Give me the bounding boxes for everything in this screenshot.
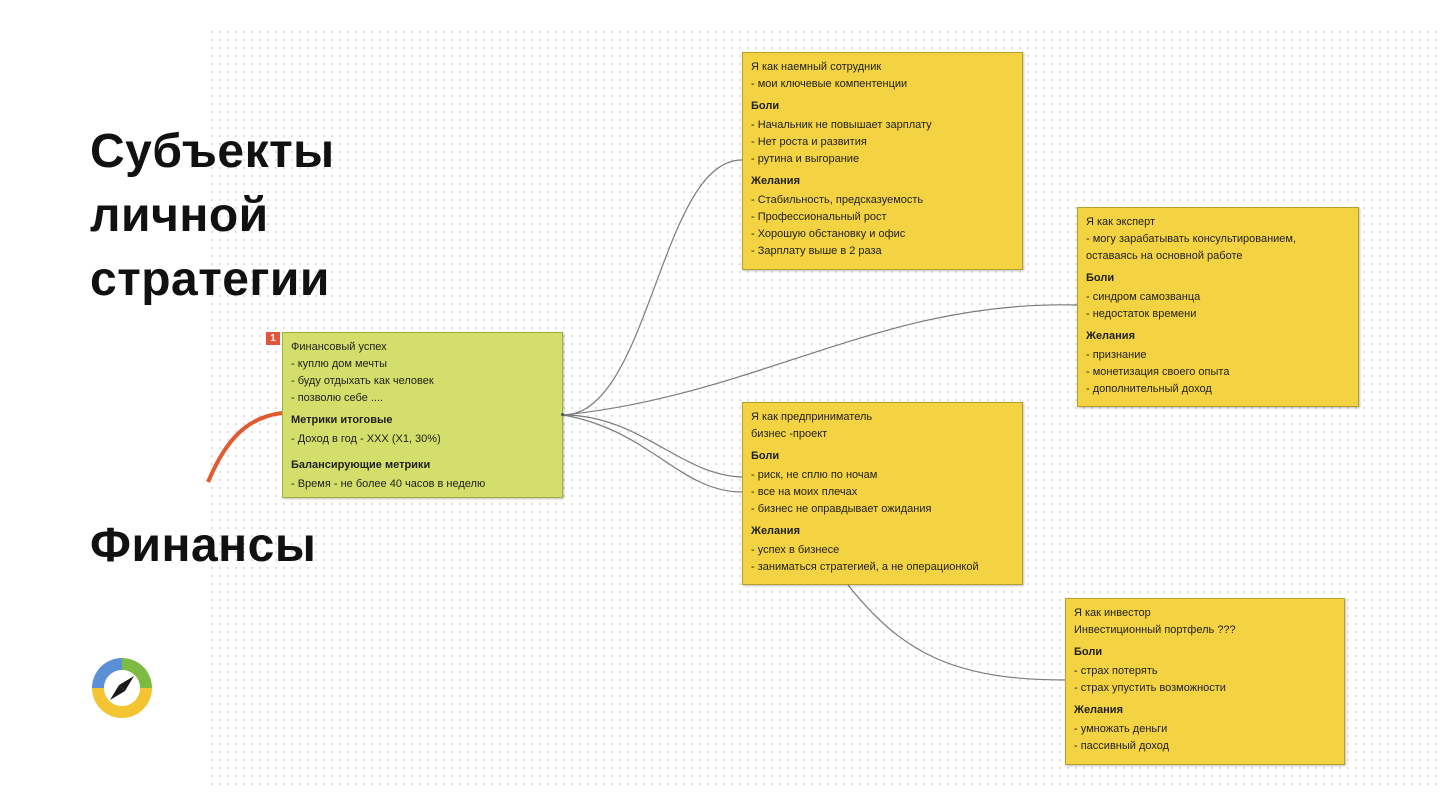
section-heading: Боли bbox=[751, 450, 780, 462]
title-line: личной bbox=[90, 189, 269, 242]
node-item: - дополнительный доход bbox=[1086, 383, 1212, 395]
node-item: - страх упустить возможности bbox=[1074, 682, 1226, 694]
node-item: - все на моих плечах bbox=[751, 486, 858, 498]
node-item: - позволю себе .... bbox=[291, 392, 384, 404]
connector-root-expert bbox=[562, 304, 1078, 416]
node-item: оставаясь на основной работе bbox=[1086, 250, 1243, 262]
node-title: Я как предприниматель bbox=[751, 411, 873, 423]
node-item: - заниматься стратегией, а не операционк… bbox=[751, 561, 979, 573]
slide-subtitle: Финансы bbox=[90, 519, 317, 572]
section-heading: Боли bbox=[1086, 272, 1115, 284]
node-investor[interactable]: Я как инвестор Инвестиционный портфель ?… bbox=[1065, 598, 1345, 765]
node-item: - Доход в год - XXX (X1, 30%) bbox=[291, 433, 441, 445]
node-item: - страх потерять bbox=[1074, 665, 1158, 677]
section-heading: Желания bbox=[751, 175, 800, 187]
section-heading: Боли bbox=[751, 100, 780, 112]
node-item: - Хорошую обстановку и офис bbox=[751, 228, 906, 240]
node-item: - риск, не сплю по ночам bbox=[751, 469, 878, 481]
node-employee[interactable]: Я как наемный сотрудник - мои ключевые к… bbox=[742, 52, 1023, 270]
node-item: - Нет роста и развития bbox=[751, 136, 867, 148]
node-expert[interactable]: Я как эксперт - могу зарабатывать консул… bbox=[1077, 207, 1359, 407]
node-item: - Стабильность, предсказуемость bbox=[751, 194, 924, 206]
compass-icon bbox=[92, 658, 152, 718]
node-item: - буду отдыхать как человек bbox=[291, 375, 434, 387]
priority-badge: 1 bbox=[266, 332, 280, 345]
accent-curve bbox=[206, 411, 283, 483]
node-item: - Начальник не повышает зарплату bbox=[751, 119, 932, 131]
node-item: - умножать деньги bbox=[1074, 723, 1168, 735]
node-item: - синдром самозванца bbox=[1086, 291, 1201, 303]
node-title: Я как инвестор bbox=[1074, 607, 1151, 619]
node-item: Инвестиционный портфель ??? bbox=[1074, 624, 1236, 636]
node-item: - Зарплату выше в 2 раза bbox=[751, 245, 882, 257]
connector-port bbox=[561, 413, 564, 416]
section-heading: Желания bbox=[1074, 704, 1123, 716]
node-item: - признание bbox=[1086, 349, 1147, 361]
section-heading: Боли bbox=[1074, 646, 1103, 658]
node-item: - рутина и выгорание bbox=[751, 153, 860, 165]
title-line: стратегии bbox=[90, 253, 330, 306]
node-title: Финансовый успех bbox=[291, 341, 387, 353]
node-item: - бизнес не оправдывает ожидания bbox=[751, 503, 932, 515]
node-entrepreneur[interactable]: Я как предприниматель бизнес -проект Бол… bbox=[742, 402, 1023, 585]
title-line: Субъекты bbox=[90, 125, 335, 178]
node-item: - могу зарабатывать консультированием, bbox=[1086, 233, 1297, 245]
node-item: - Профессиональный рост bbox=[751, 211, 887, 223]
node-item: бизнес -проект bbox=[751, 428, 828, 440]
node-item: - мои ключевые компентенции bbox=[751, 78, 908, 90]
node-item: - Время - не более 40 часов в неделю bbox=[291, 478, 486, 490]
connector-root-employee bbox=[562, 159, 743, 416]
node-item: - монетизация своего опыта bbox=[1086, 366, 1230, 378]
slide-title: Субъекты личной стратегии bbox=[90, 120, 335, 312]
root-node-financial-success[interactable]: Финансовый успех - куплю дом мечты - буд… bbox=[282, 332, 563, 498]
node-title: Я как наемный сотрудник bbox=[751, 61, 882, 73]
node-item: - недостаток времени bbox=[1086, 308, 1197, 320]
section-heading: Желания bbox=[1086, 330, 1135, 342]
node-item: - пассивный доход bbox=[1074, 740, 1170, 752]
node-title: Я как эксперт bbox=[1086, 216, 1156, 228]
section-heading: Желания bbox=[751, 525, 800, 537]
connector-root-entrepreneur-1 bbox=[562, 414, 743, 478]
section-heading: Метрики итоговые bbox=[291, 414, 393, 426]
node-item: - куплю дом мечты bbox=[291, 358, 387, 370]
section-heading: Балансирующие метрики bbox=[291, 459, 431, 471]
node-item: - успех в бизнесе bbox=[751, 544, 840, 556]
connector-root-entrepreneur-2 bbox=[562, 414, 743, 493]
connector-entrepreneur-investor bbox=[847, 584, 1066, 681]
